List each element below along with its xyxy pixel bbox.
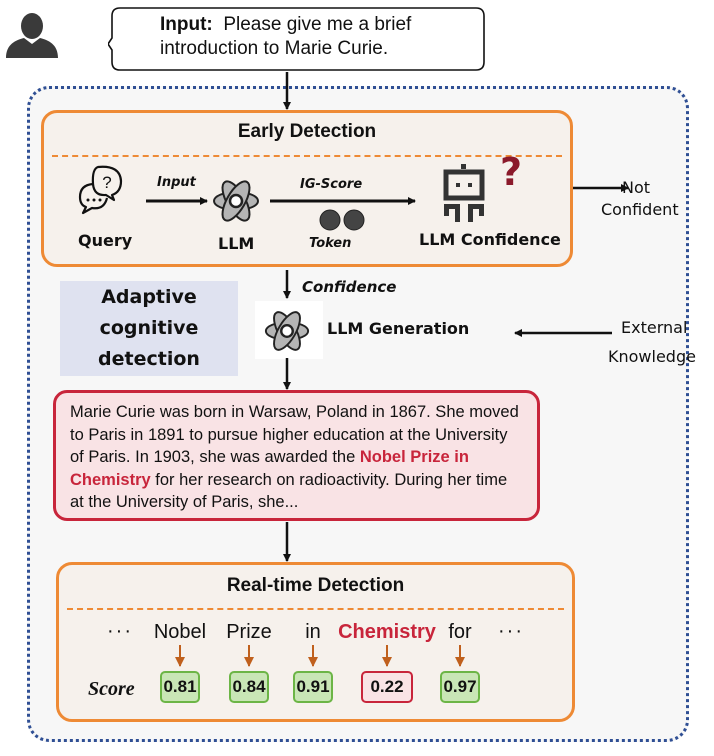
early-detection-title: Early Detection	[237, 121, 377, 142]
query-label: Query	[78, 231, 133, 250]
not-confident-label-line2: Confident	[601, 200, 679, 219]
uncertainty-question-mark: ?	[500, 150, 523, 194]
query-chat-icon: ?	[78, 165, 123, 215]
not-confident-label-line1: Not	[622, 178, 651, 197]
llm-confidence-robot-icon	[443, 164, 485, 222]
svg-text:?: ?	[102, 173, 111, 192]
input-text-line2: introduction to Marie Curie.	[160, 38, 389, 59]
token-word: Chemistry	[338, 621, 436, 643]
section-divider	[52, 155, 562, 157]
token-dots-icon	[319, 209, 365, 231]
token-word: for	[448, 621, 472, 643]
token-score-badge: 0.84	[229, 671, 269, 703]
input-label: Input:	[160, 14, 213, 35]
llm-confidence-label: LLM Confidence	[419, 230, 561, 249]
ig-score-label: IG-Score	[300, 177, 363, 192]
token-word: Prize	[226, 621, 272, 643]
token-word: in	[305, 621, 321, 643]
ellipsis-right: ···	[498, 620, 524, 642]
generated-text-before: Marie Curie was born in Warsaw, Poland i…	[70, 403, 519, 466]
token-score-badge: 0.97	[440, 671, 480, 703]
confidence-arrow-label: Confidence	[302, 278, 397, 296]
token-label: Token	[309, 236, 352, 251]
generated-text-after: for her research on radioactivity. Durin…	[70, 470, 508, 512]
token-score-badge: 0.22	[361, 671, 413, 703]
ellipsis-left: ···	[107, 620, 133, 642]
generated-response-text: Marie Curie was born in Warsaw, Poland i…	[53, 390, 540, 521]
adaptive-cognitive-detection-label: Adaptive cognitive detection	[60, 281, 238, 376]
realtime-detection-title: Real-time Detection	[226, 575, 405, 596]
adaptive-line2: cognitive	[99, 317, 199, 339]
adaptive-line1: Adaptive	[101, 286, 197, 308]
token-score-badge: 0.81	[160, 671, 200, 703]
input-arrow-label: Input	[157, 175, 196, 190]
llm-atom-icon	[213, 180, 259, 222]
user-avatar-icon	[6, 13, 58, 58]
user-input-text: Input: Please give me a brief introducti…	[160, 13, 490, 61]
llm-label: LLM	[218, 234, 255, 253]
llm-generation-label: LLM Generation	[327, 319, 470, 338]
input-speech-bubble	[108, 7, 485, 71]
adaptive-line3: detection	[98, 348, 200, 370]
token-score-badge: 0.91	[293, 671, 333, 703]
hallucination-highlight: Nobel Prize in Chemistry	[70, 448, 469, 489]
score-label: Score	[88, 678, 135, 700]
external-knowledge-line1: External	[621, 318, 688, 337]
input-text-line1: Please give me a brief	[223, 14, 412, 35]
token-word: Nobel	[153, 621, 207, 643]
llm-generation-atom-icon	[264, 311, 310, 351]
section-divider	[67, 608, 564, 610]
external-knowledge-line2: Knowledge	[608, 347, 696, 366]
